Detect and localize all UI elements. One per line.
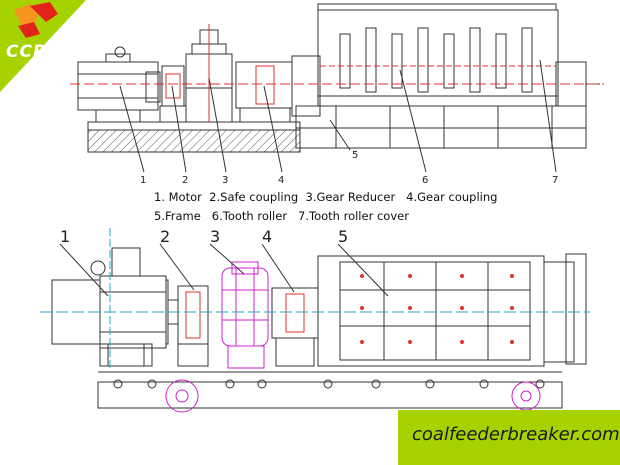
callout-bottom-1: 1 [60,227,70,246]
callout-top-4: 4 [278,175,284,186]
gear-coupling-bottom [271,287,319,367]
callout-bottom-4: 4 [262,227,272,246]
website-banner [398,410,620,465]
top-leaders [119,59,557,173]
breaker-top [291,3,600,149]
base-rail [97,381,563,409]
legend-frame: 5.Frame [154,209,201,223]
motor-bottom [51,247,179,367]
bottom-drawing [40,228,590,413]
logo-text: CCRB [6,42,61,62]
gear-reducer-top [185,24,233,123]
anchor-bolts [113,379,545,389]
callout-top-5: 5 [352,150,358,161]
callout-bottom-5: 5 [338,227,348,246]
website-link[interactable]: coalfeederbreaker.com [412,424,620,445]
motor-top [77,46,161,123]
breaker-frame-bottom [317,253,587,367]
legend-safe-coupling: 2.Safe coupling [209,190,299,204]
legend-gear-reducer: 3.Gear Reducer [305,190,396,204]
gear-coupling-top [235,61,293,123]
bottom-callout-labels: 1 2 3 4 5 [60,227,348,246]
top-callout-labels: 1 2 3 4 5 6 7 [140,150,558,186]
legend-tooth-roller-cover: 7.Tooth roller cover [298,209,409,223]
callout-bottom-3: 3 [210,227,220,246]
legend-gear-coupling: 4.Gear coupling [406,190,498,204]
callout-top-6: 6 [422,175,428,186]
wheel-markers [165,379,541,413]
callout-top-2: 2 [182,175,188,186]
legend-motor: 1. Motor [154,190,202,204]
legend-tooth-roller: 6.Tooth roller [211,209,288,223]
legend-line-1: 1. Motor 2.Safe coupling 3.Gear Reducer … [154,190,497,204]
logo [0,0,86,92]
base-plate [87,121,301,131]
gear-reducer-bottom [221,261,269,369]
top-drawing [70,3,604,173]
bottom-leaders [59,243,389,297]
frame-bolts [360,274,514,344]
logo-mark-icon [14,2,58,38]
callout-bottom-2: 2 [160,227,170,246]
callout-top-1: 1 [140,175,146,186]
foundation-hatched [87,129,301,153]
safe-coupling-bottom [177,285,209,367]
legend-line-2: 5.Frame 6.Tooth roller 7.Tooth roller co… [154,209,409,223]
callout-top-3: 3 [222,175,228,186]
callout-top-7: 7 [552,175,558,186]
